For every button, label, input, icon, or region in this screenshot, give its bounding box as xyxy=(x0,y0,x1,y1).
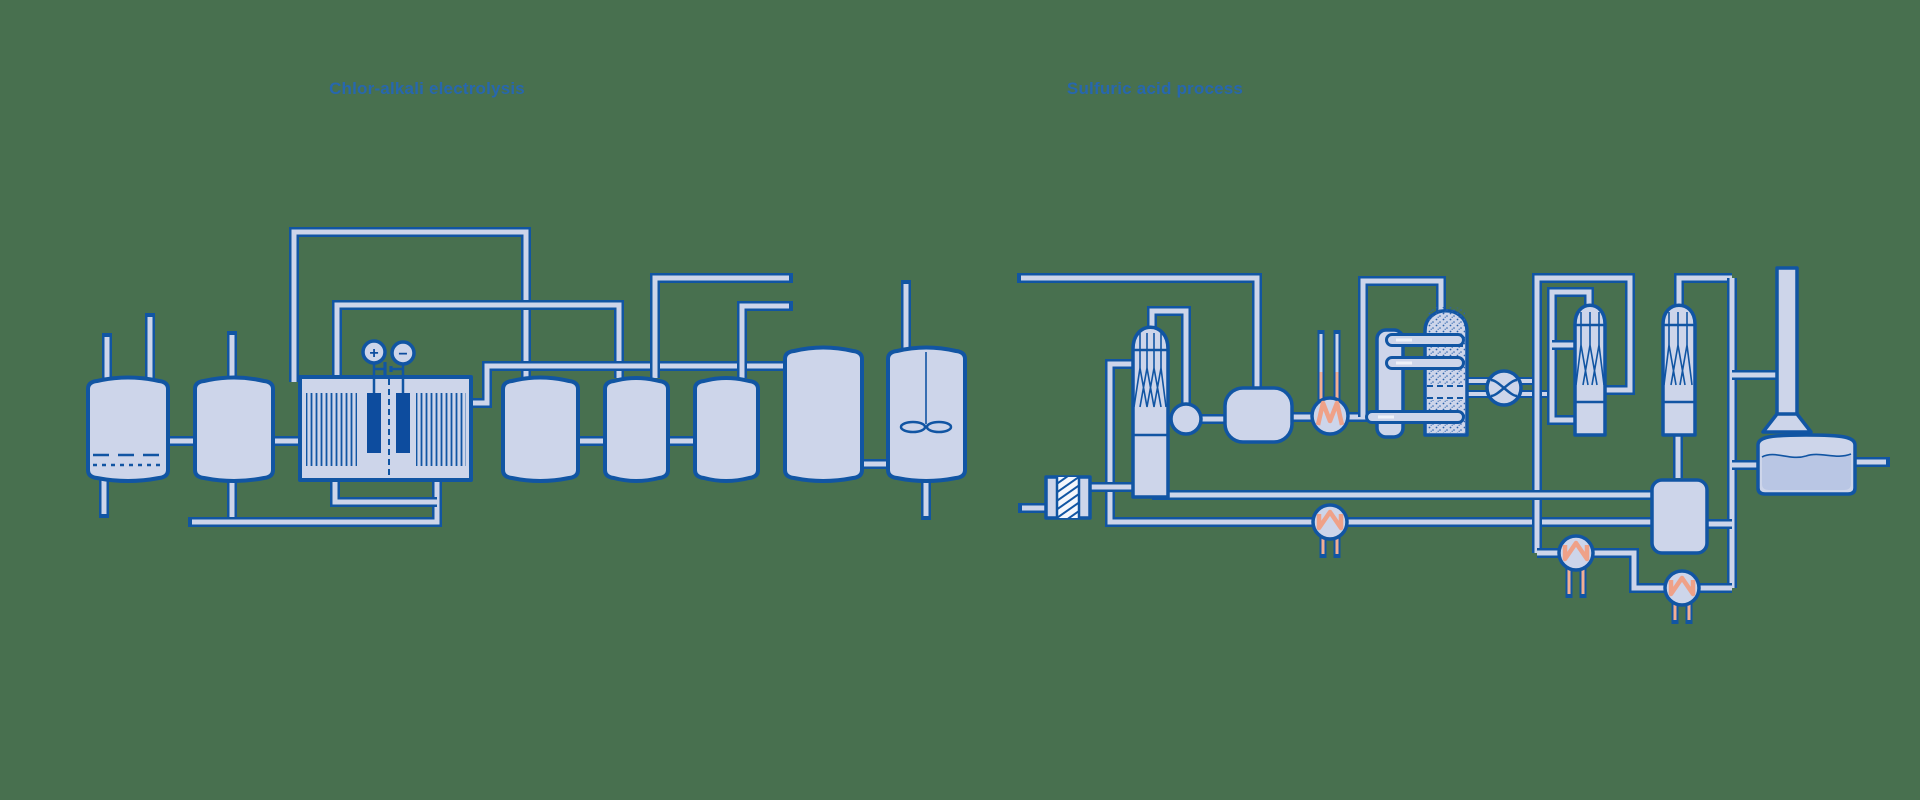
circulation-pump-3 xyxy=(1557,534,1595,572)
caustic-collect-tank xyxy=(501,375,580,483)
purification-tank xyxy=(193,375,275,483)
evaporator-tank xyxy=(783,345,864,483)
vent-stack xyxy=(1761,266,1813,434)
sulfuric-acid-title: Sulfuric acid process xyxy=(1066,79,1244,98)
chlor-alkali-title: Chlor-alkali electrolysis xyxy=(329,79,525,98)
chlorine-separator-tank xyxy=(603,376,670,483)
plus-symbol: + xyxy=(369,345,378,362)
circulation-pump-2 xyxy=(1311,503,1349,541)
stirred-product-tank xyxy=(886,345,967,483)
spray-nozzles xyxy=(1663,312,1693,386)
drying-tower xyxy=(1131,325,1170,499)
chlor-alkali-diagram: + − xyxy=(86,227,967,527)
absorption-tower-1 xyxy=(1573,303,1607,437)
brine-feed-tank xyxy=(86,375,170,483)
anode-terminal-icon xyxy=(361,339,387,365)
minus-symbol: − xyxy=(398,346,407,363)
cathode-compartment-packing xyxy=(416,393,466,466)
tank-liquid xyxy=(1762,454,1851,490)
heat-exchanger-plates xyxy=(1057,477,1079,518)
circulation-pump-4 xyxy=(1663,569,1701,607)
absorption-tower-2 xyxy=(1661,303,1697,437)
blower xyxy=(1169,402,1203,436)
stirrer-blade-right xyxy=(925,420,953,434)
spray-nozzles xyxy=(1133,333,1167,408)
gas-crossover-exchanger xyxy=(1485,369,1523,407)
plate-heat-exchanger xyxy=(1044,475,1092,520)
electrolysis-cell: + − xyxy=(298,339,473,482)
cathode-electrode xyxy=(396,393,410,453)
exchanger-tubes xyxy=(1365,333,1465,424)
circulation-pump-1 xyxy=(1310,396,1350,436)
sulfur-furnace xyxy=(1223,386,1294,444)
sulfuric-acid-diagram xyxy=(1017,266,1890,624)
anode-compartment-packing xyxy=(306,393,357,466)
cathode-terminal-icon xyxy=(390,340,416,366)
anode-electrode xyxy=(367,393,381,453)
acid-collection-vessel xyxy=(1650,478,1709,555)
stirrer-blade-left xyxy=(899,420,927,434)
acid-storage-tank xyxy=(1756,433,1857,496)
hydrogen-separator-tank xyxy=(693,376,760,483)
spray-nozzles xyxy=(1575,312,1605,386)
